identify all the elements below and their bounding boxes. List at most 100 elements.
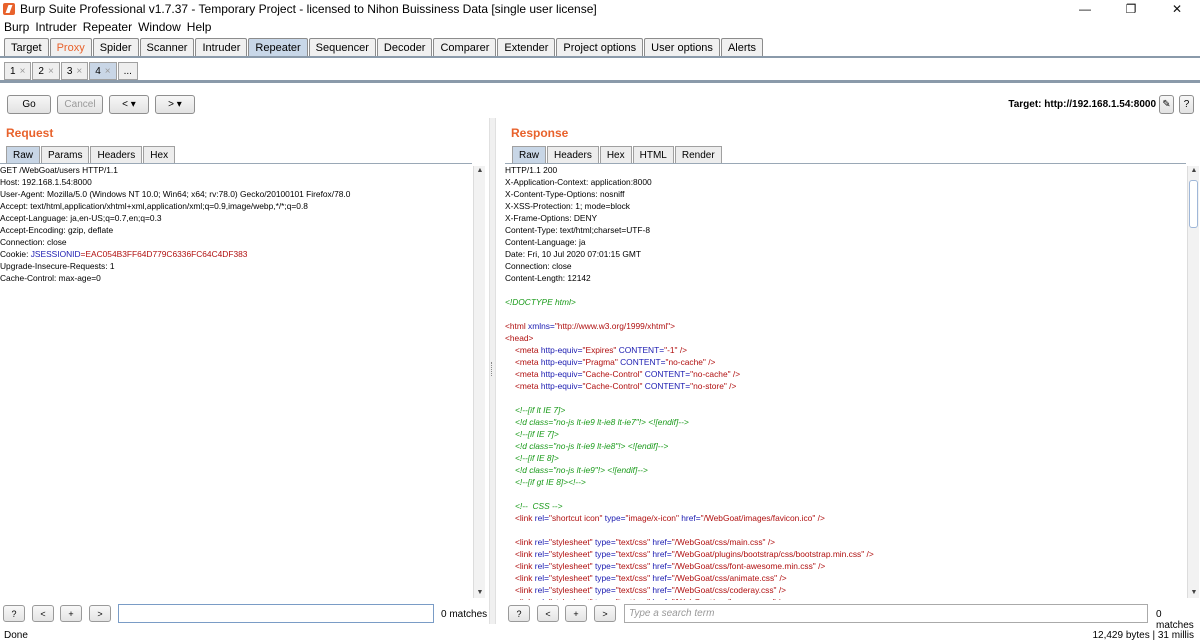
request-tab-hex[interactable]: Hex <box>143 146 176 163</box>
new-tab-label: ... <box>123 65 132 77</box>
close-tab-icon[interactable]: × <box>104 65 111 77</box>
stylesheet-link-line: <link rel="stylesheet" type="text/css" h… <box>505 572 1186 584</box>
meta-attr: CONTENT= <box>620 357 666 367</box>
request-search-input[interactable] <box>118 604 434 623</box>
conditional-comment-line: <!--[if gt IE 8]><!--> <box>515 477 586 487</box>
tab-sequencer[interactable]: Sequencer <box>308 38 376 57</box>
request-search-help-button[interactable]: ? <box>3 605 25 622</box>
split-grip-icon[interactable] <box>491 362 494 376</box>
request-scrollbar[interactable]: ▲ ▼ <box>473 166 485 598</box>
tab-alerts[interactable]: Alerts <box>720 38 764 57</box>
repeater-tab-label: 2 <box>38 65 44 77</box>
response-search-next-button[interactable]: > <box>594 605 616 622</box>
scroll-thumb[interactable] <box>1189 180 1198 228</box>
repeater-tab-4[interactable]: 4× <box>89 62 117 80</box>
scroll-up-icon[interactable]: ▲ <box>476 167 484 174</box>
link-href-value: "/WebGoat/css/font-awesome.min.css" <box>671 561 819 571</box>
request-tab-raw[interactable]: Raw <box>6 146 41 163</box>
meta-lines: <meta http-equiv="Expires" CONTENT="-1" … <box>505 344 1186 392</box>
meta-attr: http-equiv= <box>540 381 583 391</box>
close-button[interactable]: ✕ <box>1171 2 1183 16</box>
meta-line: <meta http-equiv="Pragma" CONTENT="no-ca… <box>505 356 1186 368</box>
tab-project-options[interactable]: Project options <box>556 38 644 57</box>
link-attr: type= <box>594 573 616 583</box>
tab-repeater[interactable]: Repeater <box>248 38 308 57</box>
response-tab-raw[interactable]: Raw <box>512 146 547 163</box>
forward-button[interactable]: > ▾ <box>155 95 195 114</box>
link-attr-value: "text/css" <box>615 537 653 547</box>
edit-target-icon[interactable]: ✎ <box>1159 95 1174 114</box>
request-line: Accept-Encoding: gzip, deflate <box>0 225 114 235</box>
tab-comparer[interactable]: Comparer <box>433 38 497 57</box>
menu-help[interactable]: Help <box>186 19 212 34</box>
tab-intruder[interactable]: Intruder <box>195 38 248 57</box>
link-tag: <link <box>515 513 535 523</box>
go-button[interactable]: Go <box>7 95 51 114</box>
request-tabs: Raw Params Headers Hex <box>6 146 176 163</box>
response-search-input[interactable]: Type a search term <box>624 604 1148 623</box>
minimize-button[interactable]: — <box>1079 2 1091 16</box>
scroll-up-icon[interactable]: ▲ <box>1190 167 1198 174</box>
response-search-add-button[interactable]: + <box>565 605 587 622</box>
tab-decoder[interactable]: Decoder <box>376 38 433 57</box>
link-href-value: "/WebGoat/css/lessons.css" <box>672 597 778 600</box>
repeater-tab-1[interactable]: 1× <box>4 62 32 80</box>
repeater-tab-2[interactable]: 2× <box>32 62 60 80</box>
tab-spider[interactable]: Spider <box>92 38 139 57</box>
tab-target[interactable]: Target <box>4 38 49 57</box>
menu-repeater[interactable]: Repeater <box>82 19 133 34</box>
menu-intruder[interactable]: Intruder <box>35 19 77 34</box>
link-attr: type= <box>594 549 616 559</box>
request-search-prev-button[interactable]: < <box>32 605 54 622</box>
response-header-line: X-Content-Type-Options: nosniff <box>505 189 625 199</box>
link-attr: rel= <box>535 597 549 600</box>
tab-proxy[interactable]: Proxy <box>49 38 92 57</box>
html-tag: <html <box>505 321 529 331</box>
back-button[interactable]: < ▾ <box>109 95 149 114</box>
response-search-prev-button[interactable]: < <box>537 605 559 622</box>
request-editor[interactable]: GET /WebGoat/users HTTP/1.1 Host: 192.16… <box>0 163 472 600</box>
new-repeater-tab[interactable]: ... <box>117 62 138 80</box>
conditional-comment-line: <!--[if IE 8]> <box>515 453 559 463</box>
response-search-help-button[interactable]: ? <box>508 605 530 622</box>
stylesheet-link-line: <link rel="stylesheet" type="text/css" h… <box>505 560 1186 572</box>
request-tab-headers[interactable]: Headers <box>90 146 143 163</box>
tab-user-options[interactable]: User options <box>644 38 720 57</box>
close-tab-icon[interactable]: × <box>76 65 83 77</box>
response-tab-headers[interactable]: Headers <box>547 146 599 163</box>
response-scrollbar[interactable]: ▲ ▼ <box>1187 166 1199 598</box>
request-search-add-button[interactable]: + <box>60 605 82 622</box>
link-attr-value: "text/css" <box>615 549 653 559</box>
request-search-next-button[interactable]: > <box>89 605 111 622</box>
response-tab-render[interactable]: Render <box>674 146 722 163</box>
link-attr: href= <box>652 597 671 600</box>
menu-burp[interactable]: Burp <box>4 19 30 34</box>
meta-tag: <meta <box>515 381 541 391</box>
meta-line: <meta http-equiv="Expires" CONTENT="-1" … <box>505 344 1186 356</box>
tab-extender[interactable]: Extender <box>497 38 556 57</box>
help-icon[interactable]: ? <box>1179 95 1194 114</box>
tab-scanner[interactable]: Scanner <box>139 38 195 57</box>
window-title: Burp Suite Professional v1.7.37 - Tempor… <box>20 2 597 16</box>
conditional-comment-line: <!--[if IE 7]> <box>515 429 559 439</box>
repeater-tab-3[interactable]: 3× <box>60 62 89 80</box>
request-tab-params[interactable]: Params <box>41 146 90 163</box>
link-attr: rel= <box>534 513 549 523</box>
response-editor[interactable]: HTTP/1.1 200 X-Application-Context: appl… <box>505 163 1186 600</box>
scroll-down-icon[interactable]: ▼ <box>476 589 484 596</box>
response-header-line: Connection: close <box>505 261 572 271</box>
response-tab-hex[interactable]: Hex <box>599 146 632 163</box>
menu-window[interactable]: Window <box>138 19 181 34</box>
cancel-button[interactable]: Cancel <box>57 95 103 114</box>
link-attr: type= <box>595 597 616 600</box>
maximize-button[interactable]: ❐ <box>1125 2 1137 16</box>
response-tab-html[interactable]: HTML <box>632 146 674 163</box>
close-tab-icon[interactable]: × <box>19 65 26 77</box>
meta-tag-end: /> <box>732 369 741 379</box>
split-divider[interactable] <box>489 118 496 624</box>
close-tab-icon[interactable]: × <box>47 65 54 77</box>
link-attr-value: "stylesheet" <box>549 597 595 600</box>
scroll-down-icon[interactable]: ▼ <box>1190 589 1198 596</box>
meta-attr-value: "no-store" <box>690 381 730 391</box>
meta-attr-value: "-1" <box>664 345 680 355</box>
